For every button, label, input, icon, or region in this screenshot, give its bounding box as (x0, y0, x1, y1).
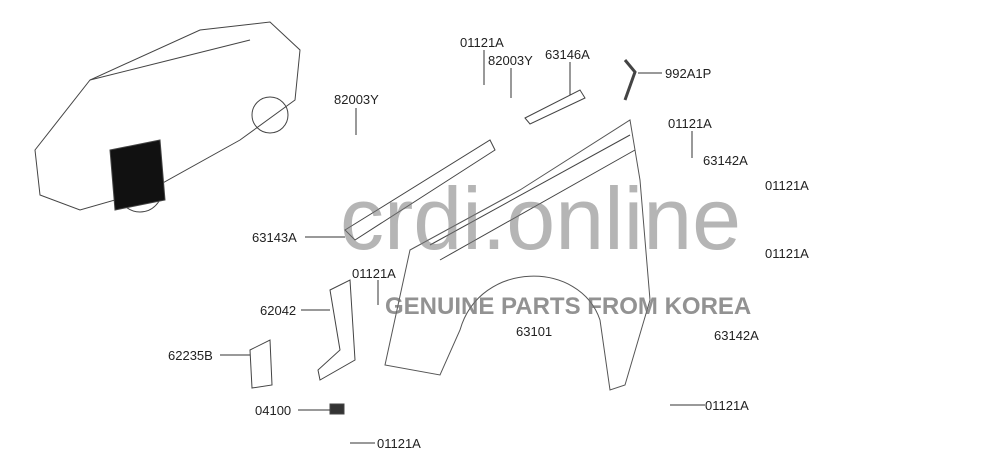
leader-lines (220, 50, 705, 444)
callout-62235b[interactable]: 62235B (168, 348, 213, 363)
watermark-site: crdi.online (340, 169, 742, 268)
callout-82003y[interactable]: 82003Y (334, 92, 379, 107)
callout-63143a[interactable]: 63143A (252, 230, 297, 245)
sensor-shape (623, 59, 637, 101)
fender-bracket-shape (344, 139, 496, 241)
callout-63142a[interactable]: 63142A (703, 153, 748, 168)
callout-01121a[interactable]: 01121A (705, 398, 749, 413)
bracket-62235b-shape (249, 339, 273, 389)
callout-63146a[interactable]: 63146A (545, 47, 590, 62)
callout-992a1p[interactable]: 992A1P (665, 66, 712, 81)
callout-01121a[interactable]: 01121A (460, 35, 504, 50)
watermark-tagline: GENUINE PARTS FROM KOREA (385, 293, 752, 320)
car-illustration (34, 21, 301, 213)
callout-63101[interactable]: 63101 (516, 324, 553, 339)
callout-01121a[interactable]: 01121A (765, 178, 809, 193)
callout-01121a[interactable]: 01121A (352, 266, 396, 281)
cover-shape (524, 89, 586, 125)
callout-82003y[interactable]: 82003Y (488, 53, 533, 68)
fender-illustration (384, 119, 651, 391)
callout-63142a[interactable]: 63142A (714, 328, 759, 343)
bracket-62042-shape (317, 279, 356, 381)
callout-01121a[interactable]: 01121A (668, 116, 712, 131)
callout-01121a[interactable]: 01121A (765, 246, 809, 261)
callout-01121a[interactable]: 01121A (377, 436, 421, 451)
callout-04100[interactable]: 04100 (255, 403, 292, 418)
callout-62042[interactable]: 62042 (260, 303, 297, 318)
clip-04100-shape (329, 403, 345, 415)
